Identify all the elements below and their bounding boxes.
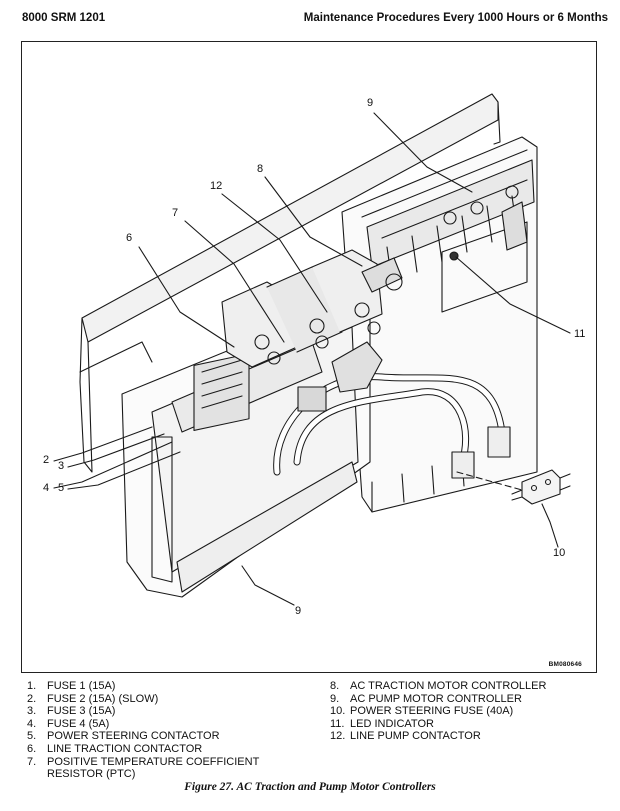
callout-2: 3 — [58, 460, 65, 472]
legend-item: 6.LINE TRACTION CONTACTOR — [27, 742, 203, 755]
callout-10: 10 — [553, 547, 566, 559]
legend-item: 8.AC TRACTION MOTOR CONTROLLER — [330, 680, 547, 692]
legend-item: 4.FUSE 4 (5A) — [27, 717, 110, 730]
callout-3: 4 — [43, 482, 50, 494]
legend-item: 9.AC PUMP MOTOR CONTROLLER — [330, 692, 522, 705]
figure-caption: Figure 27. AC Traction and Pump Motor Co… — [184, 781, 436, 793]
callout-9: 9 — [295, 605, 302, 617]
callout-8: 9 — [367, 97, 374, 109]
callout-6: 7 — [172, 207, 179, 219]
legend-left-column: 1.FUSE 1 (15A) 2.FUSE 2 (15A) (SLOW) 3.F… — [27, 680, 259, 781]
callout-7: 8 — [257, 163, 264, 175]
legend-item-continuation: RESISTOR (PTC) — [47, 768, 136, 781]
callout-12: 12 — [210, 180, 223, 192]
legend-item: 11.LED INDICATOR — [330, 717, 434, 730]
legend-item: 5.POWER STEERING CONTACTOR — [27, 730, 220, 743]
header-doc-id: 8000 SRM 1201 — [22, 12, 106, 24]
callout-5: 6 — [126, 232, 133, 244]
figure-frame: 9 8 12 7 6 11 2 3 4 5 10 9 BM080646 — [21, 41, 597, 673]
callout-4: 5 — [58, 482, 65, 494]
legend-item: 7.POSITIVE TEMPERATURE COEFFICIENT — [27, 755, 260, 768]
controller-illustration — [53, 93, 571, 606]
legend-item: 1.FUSE 1 (15A) — [27, 680, 116, 692]
header-section-title: Maintenance Procedures Every 1000 Hours … — [303, 12, 608, 24]
legend-item: 2.FUSE 2 (15A) (SLOW) — [27, 692, 159, 705]
legend-right-column: 8.AC TRACTION MOTOR CONTROLLER 9.AC PUMP… — [330, 680, 546, 743]
figure-code: BM080646 — [548, 661, 582, 668]
legend-item: 10.POWER STEERING FUSE (40A) — [330, 705, 514, 718]
callout-11: 11 — [574, 328, 586, 340]
legend-item: 12.LINE PUMP CONTACTOR — [330, 730, 481, 743]
legend-item: 3.FUSE 3 (15A) — [27, 705, 116, 718]
callout-1: 2 — [43, 454, 50, 466]
